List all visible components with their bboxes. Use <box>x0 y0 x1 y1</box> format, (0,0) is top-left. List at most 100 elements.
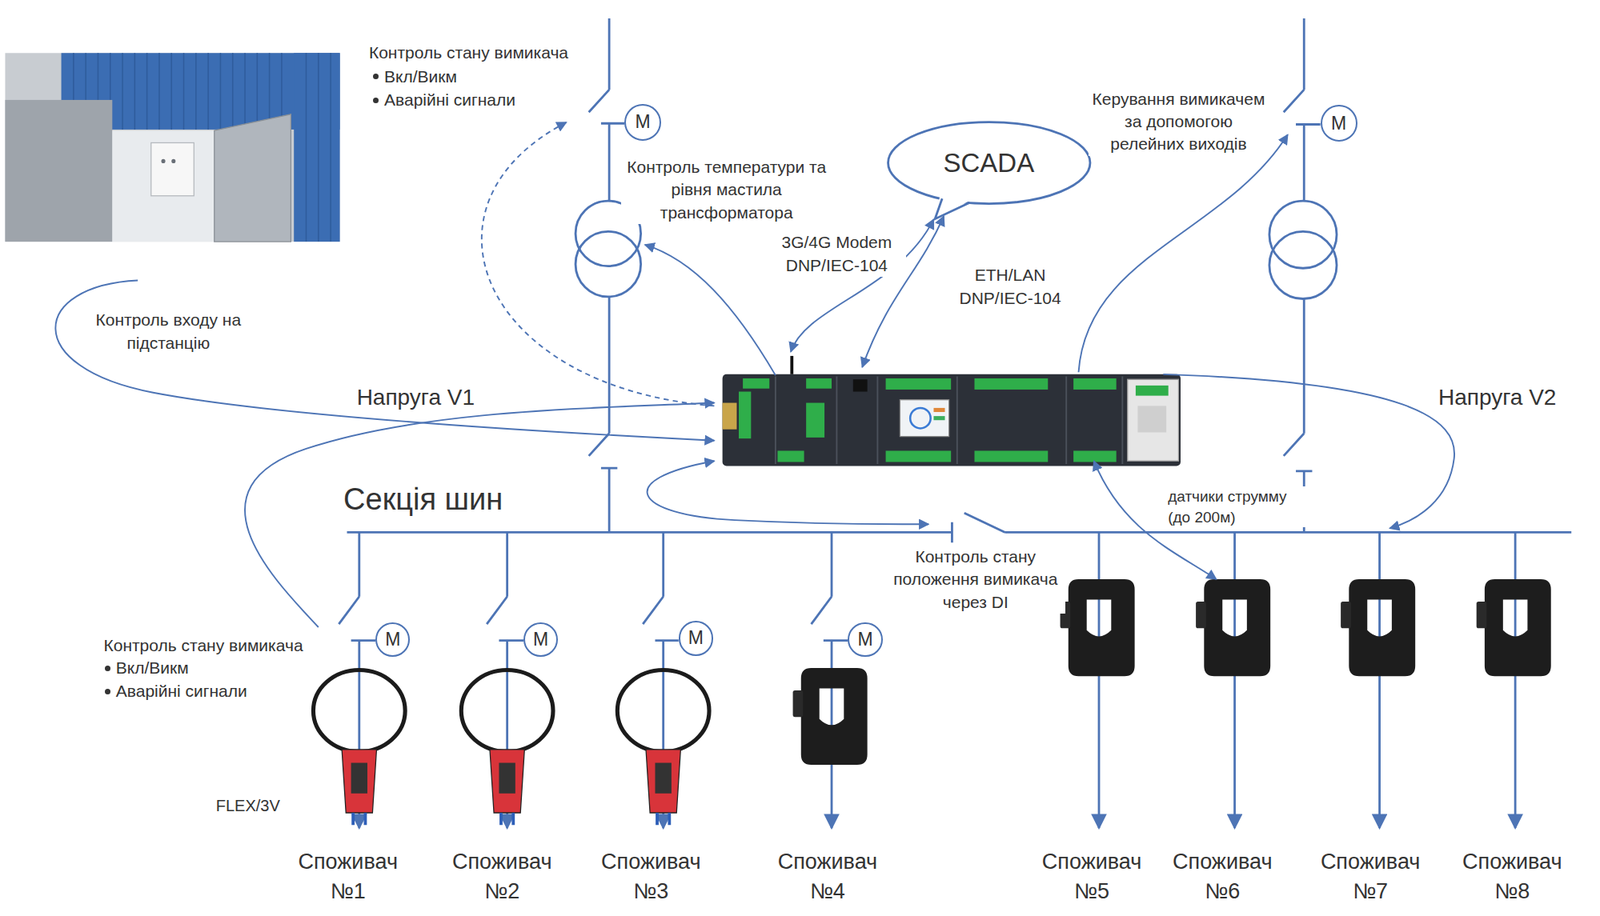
rogowski-leads <box>657 813 670 826</box>
clamp-body <box>1348 579 1416 677</box>
terminal-block <box>1073 378 1117 390</box>
cabinet <box>151 142 195 196</box>
clamp-latch <box>1476 601 1488 629</box>
power-lines <box>338 18 1572 642</box>
rogowski-label <box>498 763 515 794</box>
rogowski-loop <box>461 670 554 753</box>
screen-bar <box>933 408 945 413</box>
sensor-note: датчики струмму (до 200м) <box>1166 486 1310 528</box>
bullet-dot <box>104 665 111 672</box>
callout-heading: Контроль стану вимикача <box>367 41 570 65</box>
motor-drive-circle: M <box>847 622 883 658</box>
rogowski-sensor <box>617 670 710 827</box>
transformer-winding <box>575 231 642 297</box>
callout-note: Контроль температури та рівня мастила тр… <box>621 156 833 225</box>
motor-drive-circle: M <box>624 104 662 141</box>
clamp-sensor <box>1340 579 1416 677</box>
terminal-block <box>742 378 770 389</box>
feeder-drops <box>359 532 1516 829</box>
feeder-drop <box>1098 532 1101 829</box>
consumer-label: Споживач №7 <box>1308 847 1432 907</box>
bullet-dot <box>104 689 111 695</box>
bullet-item: Аварійні сигнали <box>114 680 249 703</box>
screen-gauge <box>910 408 931 429</box>
terminal-block <box>1073 450 1117 462</box>
terminal-block <box>777 450 804 462</box>
consumer-label: Споживач №4 <box>765 847 890 907</box>
clamp-sensor <box>1060 579 1135 677</box>
clamp-latch <box>1195 601 1207 629</box>
rogowski-label <box>351 763 368 794</box>
substation-photo <box>4 52 340 242</box>
feeder-drop <box>1233 532 1236 829</box>
ground-lug <box>722 403 738 430</box>
callout-note: Керування вимикачем за допомогою релейни… <box>1088 88 1268 157</box>
consumer-label: Споживач №1 <box>286 847 410 907</box>
transformer-leader <box>645 244 776 376</box>
voltage-label: Напруга V2 <box>1436 382 1558 414</box>
clamp-body <box>1484 579 1552 677</box>
node-text: M <box>688 628 704 649</box>
rogowski-label <box>654 763 671 794</box>
callout-heading: Контроль стану вимикача <box>101 634 305 658</box>
node-text: M <box>533 629 549 650</box>
transformer-winding <box>1269 231 1337 299</box>
bullet-item: Вкл/Викм <box>114 657 191 680</box>
terminal-block <box>886 378 952 390</box>
consumer-label: Споживач №8 <box>1450 847 1574 907</box>
bubble-ellipse <box>887 122 1090 205</box>
consumer-label: Споживач №6 <box>1160 847 1284 907</box>
photo-ground <box>4 52 340 242</box>
clamp-body <box>801 668 868 766</box>
bullet-item: Аварійні сигнали <box>382 88 518 112</box>
link-label: ETH/LAN DNP/IEC-104 <box>948 264 1072 310</box>
rogowski-leads <box>352 813 365 826</box>
relay-leader <box>1078 134 1288 373</box>
clamp-latch <box>793 690 804 718</box>
motor-drive-circle: M <box>678 621 714 656</box>
clamp-sensor <box>1476 579 1552 677</box>
ethernet-port <box>853 379 868 392</box>
rogowski-sensor <box>312 670 406 827</box>
callout-note: Контроль стану положення вимикача через … <box>886 545 1066 614</box>
node-text: M <box>1331 113 1347 134</box>
transformer-winding <box>1269 200 1337 269</box>
voltage-label: Напруга V1 <box>355 382 477 414</box>
node-text: M <box>635 112 651 133</box>
building-wall <box>293 52 340 242</box>
rogowski-body <box>645 749 681 814</box>
busbar-label: Секція шин <box>341 479 505 521</box>
bullet-dot <box>372 73 379 80</box>
terminal-block <box>974 450 1048 462</box>
screen-bar <box>933 416 945 421</box>
feeder-drop <box>1378 532 1381 829</box>
signal-leaders <box>55 122 1455 628</box>
sensor-type: FLEX/3V <box>214 795 282 818</box>
motor-drive-circle: M <box>375 622 410 658</box>
metal-panel <box>4 100 113 242</box>
di-leader <box>647 461 930 525</box>
consumer-label: Споживач №3 <box>589 847 713 907</box>
consumer-label: Споживач №5 <box>1030 847 1154 907</box>
bubble-tail <box>934 199 970 220</box>
node-text: M <box>857 629 873 650</box>
terminal-block <box>806 378 832 389</box>
modem-antenna <box>789 356 794 375</box>
motor-drive-circle: M <box>523 622 558 658</box>
entry-leader <box>55 280 714 442</box>
controller-device <box>722 356 1181 467</box>
terminal-block <box>738 392 751 440</box>
bubble-tail-fill <box>934 196 972 220</box>
terminal-block <box>886 450 952 462</box>
clamp-latch <box>1340 601 1352 629</box>
motor-drive-circle: M <box>1320 104 1358 142</box>
rogowski-body <box>489 749 525 814</box>
module-seams <box>775 376 1123 465</box>
voltage-leader <box>1162 374 1455 529</box>
power-module <box>1127 379 1179 462</box>
terminal-block <box>806 403 825 438</box>
cabinet-dot <box>171 159 176 164</box>
clamp-sensor <box>1195 579 1271 677</box>
bullet-dot <box>372 97 379 104</box>
